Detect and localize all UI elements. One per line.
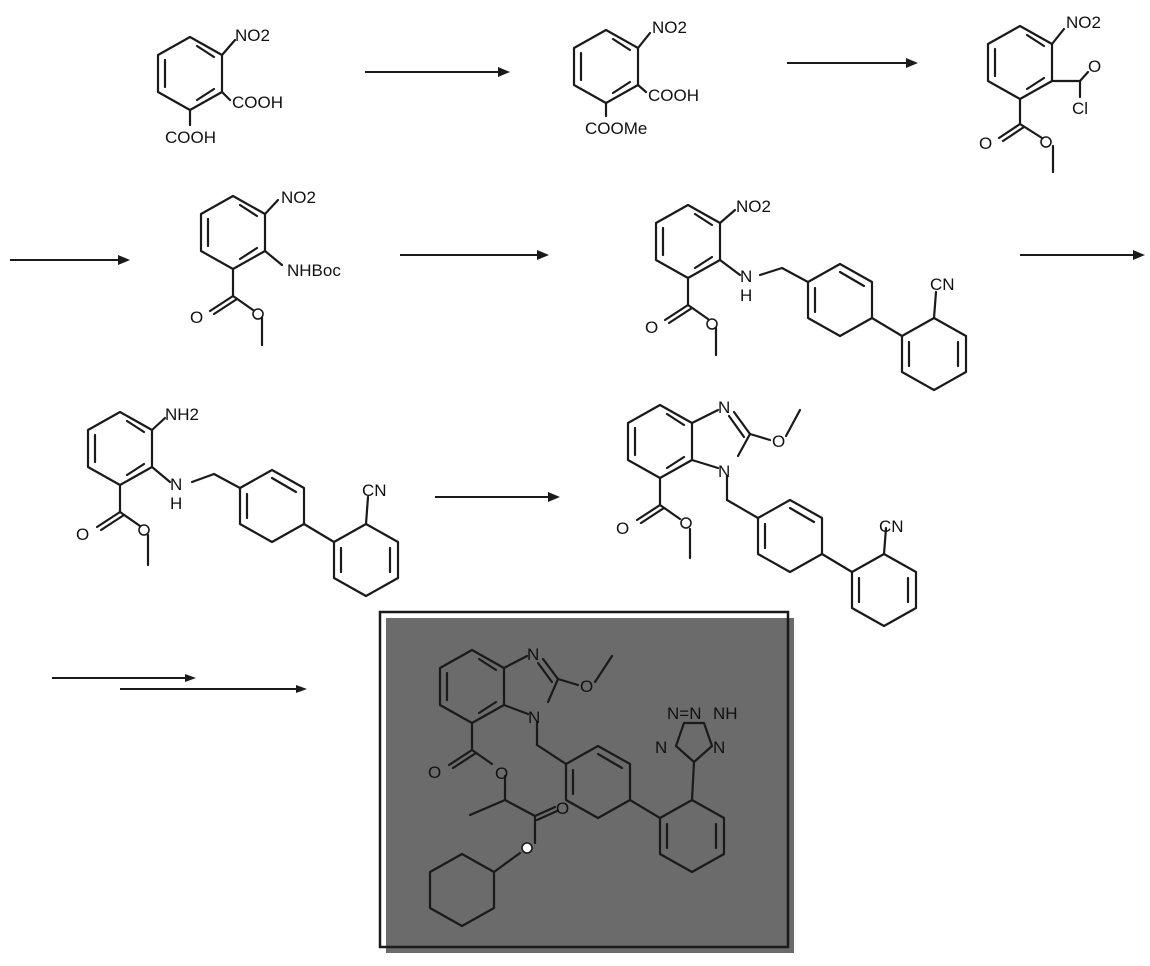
c7-o-label: O: [616, 519, 629, 538]
c6-nh-n-label: N: [170, 475, 182, 494]
c2-cooh-label: COOH: [648, 86, 699, 105]
c5-o-label: O: [645, 318, 658, 337]
c7-cn-label: CN: [879, 517, 904, 536]
c2-no2-label: NO2: [652, 18, 687, 37]
arrow-3-head: [118, 255, 130, 265]
c4-no2-label: NO2: [281, 188, 316, 207]
c8-ring-n-label: N: [528, 708, 540, 727]
c4-nhboc-label: NHBoc: [287, 261, 341, 280]
c8-ester-o-label: O: [495, 764, 508, 783]
c3-ester-o-atom: [1041, 137, 1051, 147]
c1-no2-label: NO2: [235, 26, 270, 45]
c1-cooh-label: COOH: [232, 93, 283, 112]
compound-3: NO2 O Cl O: [979, 13, 1101, 172]
c6-o-label: O: [76, 525, 89, 544]
c8-tetrazole-n-n-label: N=N: [667, 704, 701, 723]
compound-2: NO2 COOH COOMe: [574, 18, 699, 138]
c6-nh2-label: NH2: [165, 405, 199, 424]
c8-tetrazole-n-left: N: [655, 738, 667, 757]
c5-ester-o-atom: [707, 319, 717, 329]
c3-o-label: O: [1088, 57, 1101, 76]
c5-nh-h-label: H: [740, 286, 752, 305]
box-shadow: [386, 618, 794, 953]
c4-ester-o-atom: [253, 309, 263, 319]
c3-o-label-2: O: [979, 134, 992, 153]
arrow-2-head: [906, 58, 918, 68]
c6-cn-label: CN: [362, 481, 387, 500]
c7-ring-n-label: N: [718, 462, 730, 481]
c7-methoxy-o-label: O: [772, 432, 785, 451]
c3-cl-label: Cl: [1072, 99, 1088, 118]
c8-second-carbonyl-o-label: O: [556, 799, 569, 818]
c3-no2-label: NO2: [1066, 13, 1101, 32]
compound-4: NO2 NHBoc O: [190, 188, 341, 345]
c5-nh-n-label: N: [740, 267, 752, 286]
compound-5: NO2 N H CN O: [645, 197, 966, 390]
c8-tetrazole-nh-label: NH: [713, 704, 738, 723]
c5-no2-label: NO2: [736, 197, 771, 216]
c7-ester-o-atom: [681, 518, 691, 528]
arrow-1-head: [498, 67, 510, 77]
arrow-5-head: [1133, 250, 1145, 260]
compound-7: N O N CN O: [616, 398, 916, 626]
c8-methoxy-o-label: O: [580, 677, 593, 696]
c8-tetrazole-n-right: N: [713, 738, 725, 757]
arrow-6-head: [548, 492, 560, 502]
compound-1: NO2 COOH COOH: [158, 26, 283, 147]
c2-coome-label: COOMe: [585, 119, 647, 138]
c8-carbonyl-o-label: O: [428, 763, 441, 782]
c6-ester-o-atom: [139, 525, 149, 535]
compound-6: NH2 N H CN O: [76, 405, 398, 596]
c8-imine-n-label: N: [527, 645, 539, 664]
c5-cn-label: CN: [930, 275, 955, 294]
final-product-box: [380, 612, 794, 953]
c1-cooh-label-2: COOH: [165, 128, 216, 147]
arrow-7-head: [185, 674, 196, 682]
c4-o-label: O: [190, 308, 203, 327]
arrow-7-second-head: [296, 685, 307, 693]
arrow-4-head: [537, 250, 549, 260]
c7-imine-n-label: N: [718, 398, 730, 417]
c8-cyclohexyl-o-atom: [522, 843, 532, 853]
c6-nh-h-label: H: [170, 494, 182, 513]
